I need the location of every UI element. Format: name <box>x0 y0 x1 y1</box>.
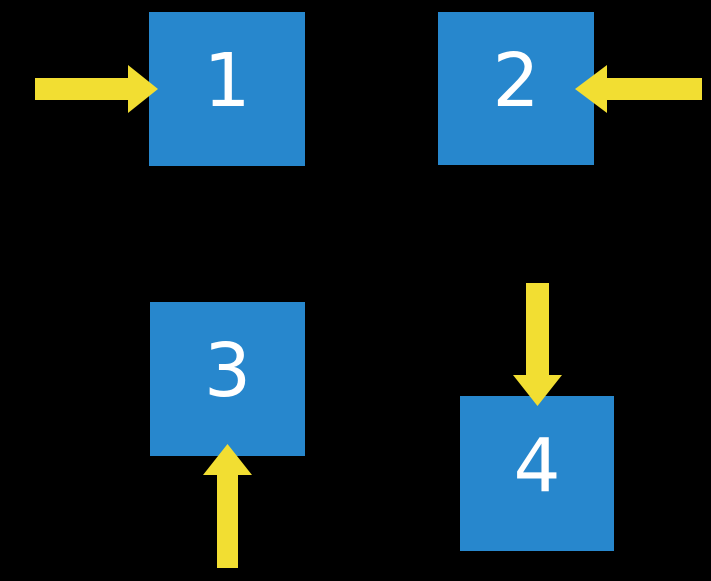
block-arrow-left-icon <box>575 65 702 113</box>
box-3: 3 <box>150 302 305 456</box>
box-4: 4 <box>460 396 614 551</box>
box-4-label: 4 <box>513 422 561 509</box>
block-arrow-right-icon <box>35 65 158 113</box>
box-1-label: 1 <box>203 38 251 124</box>
block-arrow-down-icon <box>513 283 562 406</box>
box-3-label: 3 <box>203 328 252 414</box>
box-2-label: 2 <box>492 37 540 124</box>
box-2: 2 <box>438 12 594 165</box>
box-1: 1 <box>149 12 305 166</box>
block-arrow-up-icon <box>203 444 252 568</box>
